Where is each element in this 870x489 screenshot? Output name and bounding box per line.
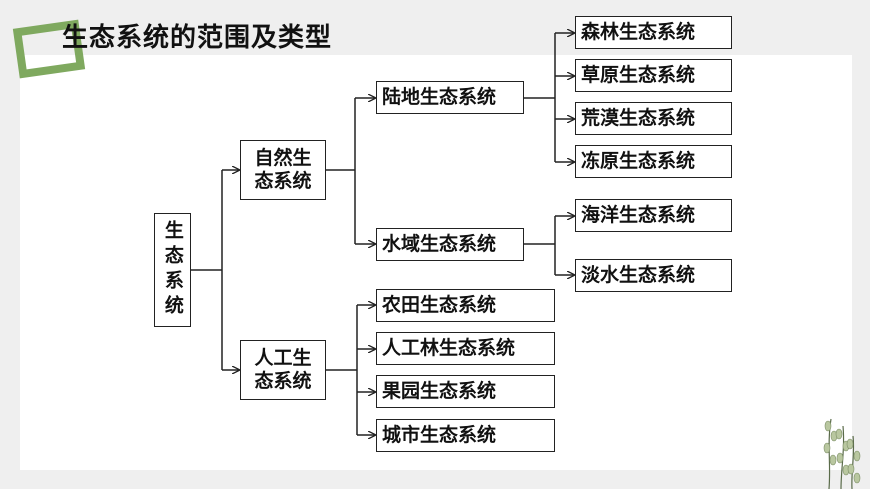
artificial-label-line2: 态系统 [254, 370, 312, 392]
terrestrial-connector [524, 33, 556, 162]
plantation-node: 人工林生态系统 [376, 332, 555, 365]
terrestrial-node: 陆地生态系统 [376, 81, 524, 114]
root-node: 生态系统 [154, 213, 191, 327]
natural-label-line1: 自然生 [254, 147, 312, 170]
natural-node: 自然生 态系统 [240, 140, 326, 200]
orchard-node: 果园生态系统 [376, 375, 555, 408]
root-connector [191, 170, 223, 370]
grassland-node: 草原生态系统 [575, 59, 732, 92]
page-title: 生态系统的范围及类型 [62, 23, 333, 53]
artificial-connector [326, 305, 358, 435]
desert-node: 荒漠生态系统 [575, 102, 732, 135]
ocean-node: 海洋生态系统 [575, 199, 732, 232]
artificial-node: 人工生 态系统 [240, 340, 326, 400]
freshwater-node: 淡水生态系统 [575, 259, 732, 292]
farmland-node: 农田生态系统 [376, 289, 555, 322]
aquatic-node: 水域生态系统 [376, 228, 524, 261]
natural-connector [326, 98, 356, 244]
forest-node: 森林生态系统 [575, 16, 732, 49]
natural-label-line2: 态系统 [254, 170, 312, 192]
city-node: 城市生态系统 [376, 419, 555, 452]
artificial-label-line1: 人工生 [254, 347, 312, 370]
plant-decoration-icon [823, 418, 861, 489]
tundra-node: 冻原生态系统 [575, 145, 732, 178]
aquatic-connector [524, 216, 556, 275]
root-label: 生态系统 [161, 220, 184, 320]
